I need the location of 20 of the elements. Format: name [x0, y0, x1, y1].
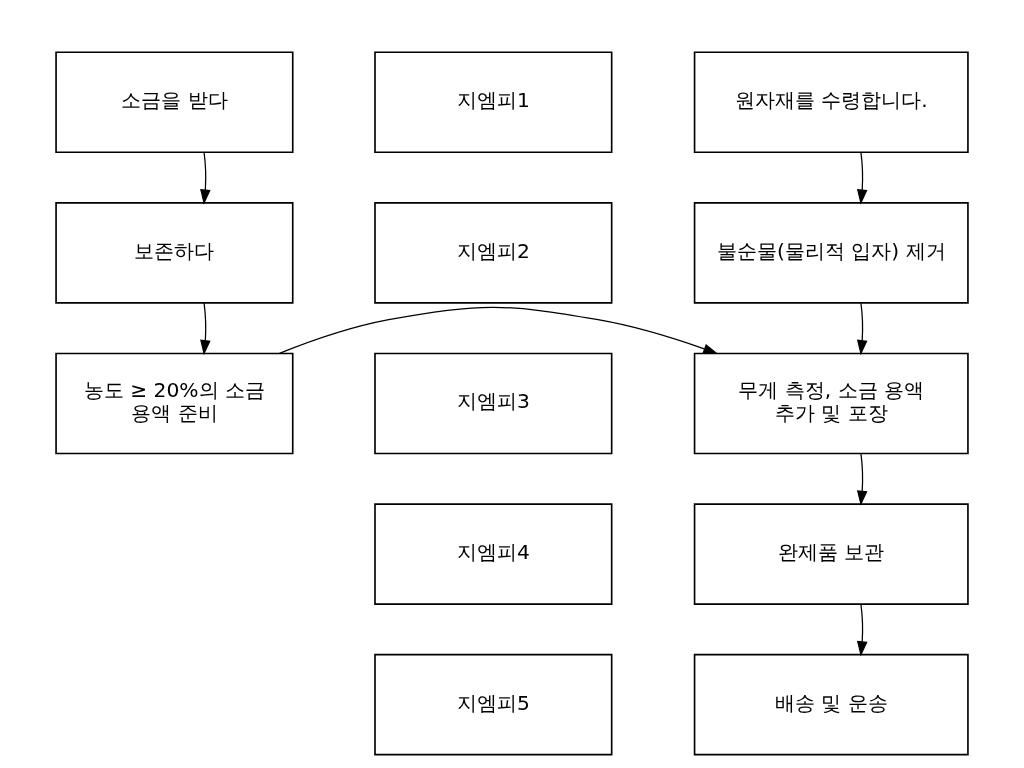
node-box: 불순물(물리적 입자) 제거	[693, 202, 969, 304]
node-box: 지엠피5	[374, 653, 613, 756]
arrow	[856, 603, 868, 657]
node-box: 보존하다	[55, 202, 294, 304]
node-box: 완제품 보관	[693, 503, 969, 605]
node-box: 지엠피4	[374, 503, 613, 605]
arrow	[856, 453, 868, 506]
arrow	[856, 151, 868, 205]
node-box: 소금을 받다	[55, 51, 294, 154]
arrow	[200, 302, 211, 356]
node-box: 지엠피2	[374, 202, 613, 304]
arrow	[856, 302, 868, 356]
node-box: 배송 및 운송	[693, 653, 969, 756]
node-box: 지엠피3	[374, 352, 613, 455]
node-box: 지엠피1	[374, 51, 613, 154]
node-box: 무게 측정, 소금 용액 추가 및 포장	[693, 352, 969, 455]
arrow	[200, 151, 211, 205]
node-box: 원자재를 수령합니다.	[693, 51, 969, 154]
node-box: 농도 ≥ 20%의 소금 용액 준비	[55, 352, 294, 455]
arrow	[278, 306, 719, 355]
